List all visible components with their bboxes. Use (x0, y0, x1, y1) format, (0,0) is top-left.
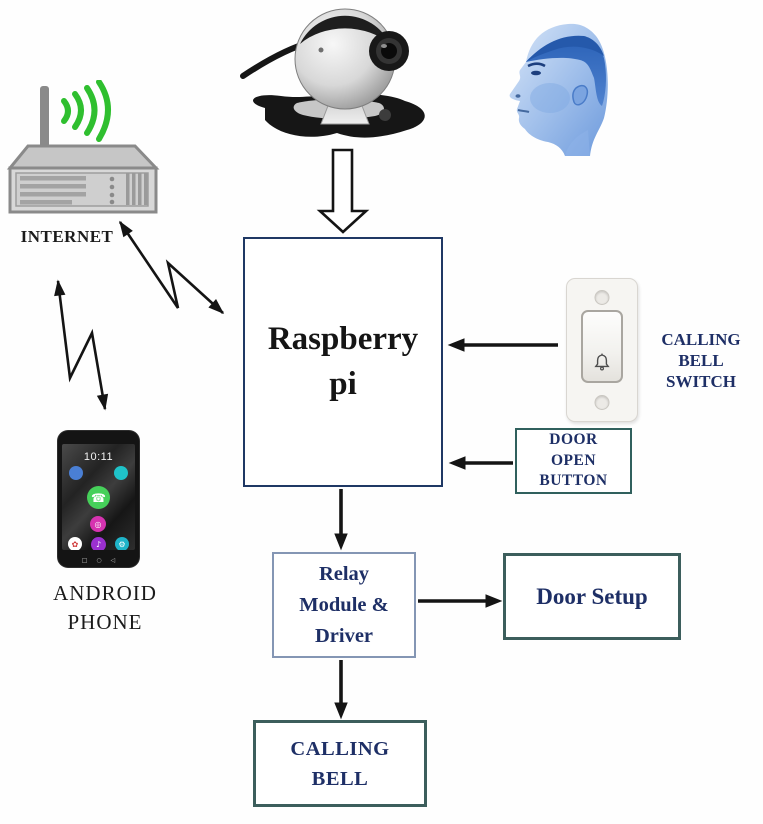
settings-app-icon: ⚙ (115, 537, 129, 550)
relay-module-box: Relay Module & Driver (272, 552, 416, 658)
nav-back-icon: ◁ (110, 557, 116, 564)
webcam-mic-hole (318, 47, 324, 53)
android-phone-label: ANDROID PHONE (53, 581, 157, 634)
nav-home-icon: ○ (96, 557, 102, 564)
face-eye (531, 70, 541, 76)
wireless-link-internet-phone (54, 279, 109, 411)
webcam-logo (379, 109, 391, 121)
webcam-icon (240, 8, 425, 138)
raspberry-pi-box: Raspberry pi (243, 237, 443, 487)
wireless-link-internet-pi (118, 220, 225, 314)
switch-screw-top (594, 290, 610, 305)
arrow-switch-to-pi (447, 338, 558, 352)
face-lips (517, 109, 530, 113)
phone-screen: 10:11 ☎ ◎ ✿ ♪ ⚙ (62, 444, 135, 550)
router-grille (126, 173, 148, 205)
switch-rocker (581, 310, 623, 383)
wifi-signal-icon (61, 80, 111, 142)
router-top (6, 144, 160, 170)
arrow-doorbutton-to-pi (448, 456, 513, 470)
phone-nav-bar: □ ○ ◁ (58, 557, 139, 564)
android-phone-illustration: 10:11 ☎ ◎ ✿ ♪ ⚙ □ ○ ◁ (58, 431, 139, 567)
webcam-lens (369, 31, 409, 71)
router-icon (6, 80, 160, 214)
arrow-pi-to-relay (334, 489, 348, 551)
app-store-icon: ✿ (68, 537, 82, 550)
calling-bell-switch-label: CALLING BELL SWITCH (661, 330, 741, 391)
switch-screw-bottom (594, 395, 610, 410)
internet-router-illustration (0, 80, 170, 220)
bell-icon (594, 353, 610, 371)
webcam-illustration (237, 2, 437, 142)
face-eyebrow (527, 62, 546, 68)
webcam-top-band (300, 15, 390, 45)
contacts-app-icon (69, 466, 83, 480)
visitor-face-illustration (492, 10, 628, 160)
visitor-face-icon (509, 23, 608, 157)
music-app-icon: ♪ (91, 537, 106, 550)
calling-bell-switch-illustration (566, 278, 638, 422)
internet-label: INTERNET (20, 227, 114, 246)
phone-clock: 10:11 (83, 451, 114, 463)
arrow-relay-to-callingbell (334, 660, 348, 720)
calling-bell-box: CALLING BELL (253, 720, 427, 807)
door-setup-box: Door Setup (503, 553, 681, 640)
arrow-webcam-to-pi (316, 148, 370, 234)
router-vents (20, 176, 86, 205)
arrow-relay-to-doorsetup (418, 594, 503, 608)
phone-dialer-app-icon: ☎ (87, 486, 110, 509)
nav-recents-icon: □ (81, 557, 88, 564)
router-antenna (40, 86, 49, 150)
face-hair (526, 40, 606, 106)
messages-app-icon (114, 466, 128, 480)
face-ear (572, 84, 588, 106)
router-leds (109, 176, 115, 205)
door-open-button-box: DOOR OPEN BUTTON (515, 428, 632, 494)
camera-app-icon: ◎ (90, 516, 106, 532)
